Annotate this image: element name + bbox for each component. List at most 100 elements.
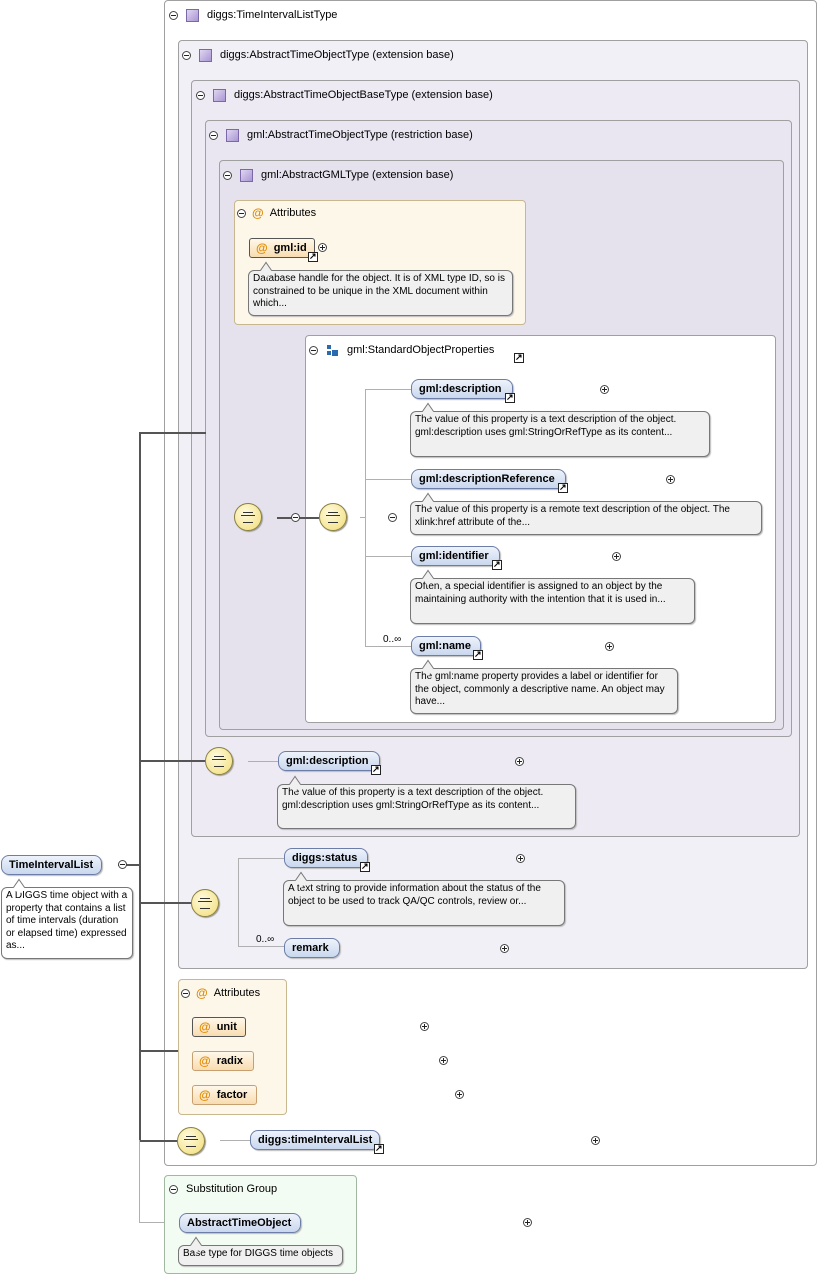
connector: [238, 858, 239, 946]
sequence-icon[interactable]: [191, 889, 219, 917]
attribute-name: gml:id: [273, 242, 307, 254]
attribute-unit[interactable]: @ unit: [192, 1017, 246, 1037]
attribute-icon: @: [252, 206, 264, 220]
element-name: gml:identifier: [419, 550, 489, 562]
connector: [118, 864, 140, 866]
expand-toggle-icon[interactable]: [600, 385, 610, 394]
collapse-toggle-icon[interactable]: [169, 10, 178, 20]
substitution-group-label: Substitution Group: [186, 1183, 278, 1195]
expand-toggle-icon[interactable]: [591, 1136, 601, 1145]
substitution-group-header[interactable]: Substitution Group: [169, 1180, 277, 1198]
sequence-icon[interactable]: [177, 1127, 205, 1155]
reference-arrow-icon[interactable]: [308, 250, 318, 262]
complex-type-icon: [226, 128, 239, 142]
connector: [238, 946, 284, 947]
type-header-level4[interactable]: gml:AbstractGMLType (extension base): [223, 166, 453, 184]
standard-props-header[interactable]: gml:StandardObjectProperties: [309, 341, 494, 359]
gml-attributes-header[interactable]: @ Attributes: [237, 204, 316, 222]
type-header-level0[interactable]: diggs:TimeIntervalListType: [169, 6, 337, 24]
sequence-icon[interactable]: [319, 503, 347, 531]
complex-type-icon: [213, 88, 226, 102]
collapse-toggle-icon[interactable]: [388, 513, 398, 522]
expand-toggle-icon[interactable]: [604, 642, 614, 651]
collapse-toggle-icon[interactable]: [169, 1184, 178, 1194]
collapse-toggle-icon[interactable]: [209, 130, 218, 140]
connector: [360, 517, 366, 518]
connector: [365, 646, 411, 647]
collapse-toggle-icon[interactable]: [237, 208, 246, 218]
sequence-icon[interactable]: [205, 747, 233, 775]
group-icon: [326, 344, 339, 357]
connector: [139, 1222, 179, 1223]
expand-toggle-icon[interactable]: [665, 475, 675, 484]
element-gml-description[interactable]: gml:description: [411, 379, 513, 399]
type-label: gml:AbstractGMLType (extension base): [261, 169, 454, 181]
attribute-radix[interactable]: @ radix: [192, 1051, 254, 1071]
element-abstracttimeobject[interactable]: AbstractTimeObject: [179, 1213, 301, 1233]
collapse-toggle-icon[interactable]: [118, 860, 128, 869]
collapse-toggle-icon[interactable]: [223, 170, 232, 180]
root-doc: A DIGGS time object with a property that…: [1, 887, 133, 959]
connector: [139, 432, 206, 434]
reference-arrow-icon[interactable]: [360, 860, 370, 872]
connector: [220, 1140, 250, 1141]
collapse-toggle-icon[interactable]: [182, 50, 191, 60]
element-gml-identifier[interactable]: gml:identifier: [411, 546, 500, 566]
element-gml-description-base[interactable]: gml:description: [278, 751, 380, 771]
occurrence-label: 0..∞: [256, 934, 275, 945]
element-diggs-status[interactable]: diggs:status: [284, 848, 368, 868]
attributes-label: Attributes: [269, 207, 317, 219]
element-diggs-timeintervallist[interactable]: diggs:timeIntervalList: [250, 1130, 380, 1150]
complex-type-icon: [240, 168, 253, 182]
attribute-name: unit: [216, 1021, 237, 1033]
collapse-toggle-icon[interactable]: [196, 90, 205, 100]
collapse-toggle-icon[interactable]: [291, 513, 301, 522]
connector: [365, 479, 411, 480]
attribute-factor[interactable]: @ factor: [192, 1085, 257, 1105]
element-doc: A text string to provide information abo…: [283, 880, 565, 926]
type-header-level3[interactable]: gml:AbstractTimeObjectType (restriction …: [209, 126, 473, 144]
type-header-level1[interactable]: diggs:AbstractTimeObjectType (extension …: [182, 46, 454, 64]
reference-arrow-icon[interactable]: [492, 558, 502, 570]
sequence-icon[interactable]: [234, 503, 262, 531]
expand-toggle-icon[interactable]: [515, 854, 525, 863]
collapse-toggle-icon[interactable]: [309, 345, 318, 355]
root-element-timeintervallist[interactable]: TimeIntervalList: [1, 855, 102, 875]
reference-arrow-icon[interactable]: [514, 351, 524, 363]
connector: [139, 433, 141, 1142]
reference-arrow-icon[interactable]: [473, 648, 483, 660]
expand-toggle-icon[interactable]: [611, 552, 621, 561]
expand-toggle-icon[interactable]: [514, 757, 524, 766]
reference-arrow-icon[interactable]: [558, 481, 568, 493]
expand-toggle-icon[interactable]: [523, 1218, 533, 1227]
substitution-doc: Base type for DIGGS time objects: [178, 1245, 343, 1266]
list-attributes-header[interactable]: @ Attributes: [181, 984, 260, 1002]
attribute-icon: @: [196, 986, 208, 1000]
reference-arrow-icon[interactable]: [374, 1142, 384, 1154]
type-header-level2[interactable]: diggs:AbstractTimeObjectBaseType (extens…: [196, 86, 493, 104]
element-gml-name[interactable]: gml:name: [411, 636, 481, 656]
complex-type-icon: [199, 48, 212, 62]
collapse-toggle-icon[interactable]: [181, 988, 190, 998]
element-gml-descriptionreference[interactable]: gml:descriptionReference: [411, 469, 566, 489]
connector: [139, 1140, 140, 1223]
expand-toggle-icon[interactable]: [455, 1090, 464, 1099]
connector: [139, 760, 205, 762]
element-name: diggs:timeIntervalList: [258, 1134, 373, 1146]
reference-arrow-icon[interactable]: [371, 763, 381, 775]
gml-id-doc: Database handle for the object. It is of…: [248, 270, 513, 316]
expand-toggle-icon[interactable]: [499, 944, 509, 953]
attribute-gml-id[interactable]: @ gml:id: [249, 238, 315, 258]
reference-arrow-icon[interactable]: [505, 391, 515, 403]
element-remark[interactable]: remark: [284, 938, 340, 958]
occurrence-label: 0..∞: [383, 634, 402, 645]
element-name: AbstractTimeObject: [187, 1217, 292, 1229]
group-label: gml:StandardObjectProperties: [347, 344, 495, 356]
type-label: diggs:AbstractTimeObjectType (extension …: [220, 49, 454, 61]
element-doc: The value of this property is a remote t…: [410, 501, 762, 535]
type-label: diggs:TimeIntervalListType: [207, 9, 338, 21]
expand-toggle-icon[interactable]: [419, 1022, 429, 1031]
connector: [365, 556, 411, 557]
expand-toggle-icon[interactable]: [318, 243, 327, 252]
expand-toggle-icon[interactable]: [438, 1056, 448, 1065]
